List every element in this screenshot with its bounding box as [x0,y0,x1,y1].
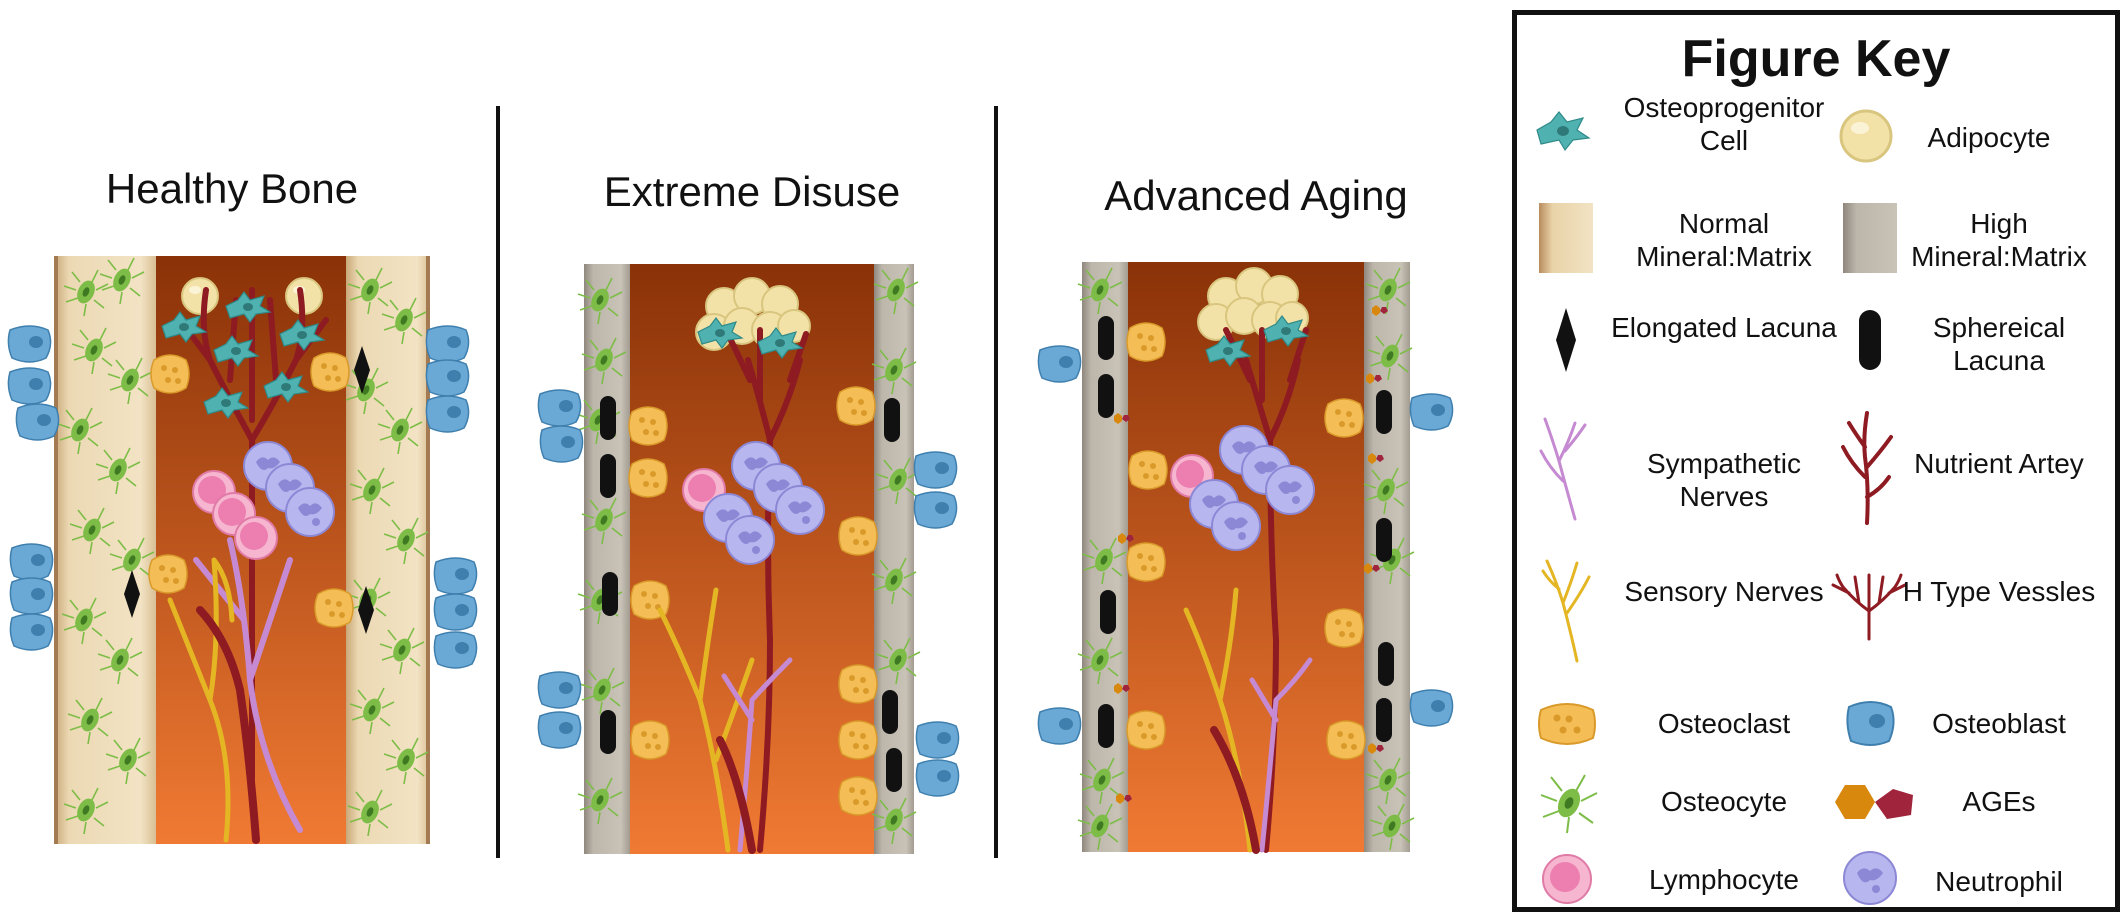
extreme-disuse-panel [537,264,960,854]
key-label-sympathetic-nerves: Sympathetic Nerves [1646,448,1802,512]
osteoprogenitor-cell-icon [1536,111,1591,152]
panel-divider-2 [994,106,998,858]
panel-title-advanced-aging: Advanced Aging [1104,172,1408,219]
panel-title-extreme-disuse: Extreme Disuse [603,168,901,215]
sensory-nerves-icon [1541,559,1591,663]
adipocyte-icon [1839,109,1893,163]
key-label-osteoclast: Osteoclast [1657,708,1791,739]
neutrophil-icon [1843,851,1897,905]
advanced-aging-panel [1037,262,1454,854]
nutrient-artery-icon [1841,411,1893,525]
key-label-high-mineral-matrix: High Mineral:Matrix [1911,208,2087,272]
bone-illustrations [7,256,1454,854]
h-type-vessels-icon [1831,573,1907,641]
normal-mineral-matrix-icon [1539,203,1593,273]
key-label-elongated-lacuna: Elongated Lacuna [1611,312,1837,343]
elongated-lacuna-icon [1556,308,1576,372]
figure-key-title: Figure Key [1681,30,1951,88]
key-label-ages: AGEs [1962,786,2036,817]
healthy-bone-panel [7,256,478,844]
key-label-osteoblast: Osteoblast [1932,708,2066,739]
osteoblast-icon [1846,701,1895,746]
panel-divider-1 [496,106,500,858]
figure-key: Figure Key Osteoprogenitor Cell Adipocyt… [1512,10,2120,912]
osteoclast-icon [1538,703,1596,745]
key-label-osteocyte: Osteocyte [1660,786,1788,817]
sympathetic-nerves-icon [1539,417,1587,521]
key-label-lymphocyte: Lymphocyte [1649,864,1799,895]
key-label-osteoprogenitor: Osteoprogenitor Cell [1623,92,1825,156]
key-label-sensory-nerves: Sensory Nerves [1624,576,1824,607]
panel-title-healthy-bone: Healthy Bone [105,165,359,212]
high-mineral-matrix-icon [1843,203,1897,273]
spherical-lacuna-icon [1859,310,1881,370]
lymphocyte-icon [1542,854,1592,904]
osteocyte-icon [1540,774,1598,834]
key-label-neutrophil: Neutrophil [1935,866,2063,897]
key-label-normal-mineral-matrix: Normal Mineral:Matrix [1636,208,1812,272]
key-label-spherical-lacuna: Sphereical Lacuna [1932,312,2066,376]
key-label-adipocyte: Adipocyte [1927,122,2051,153]
ages-icon [1835,785,1913,819]
key-label-nutrient-artery: Nutrient Artey [1914,448,2084,479]
key-label-h-type-vessels: H Type Vessles [1902,576,2096,607]
